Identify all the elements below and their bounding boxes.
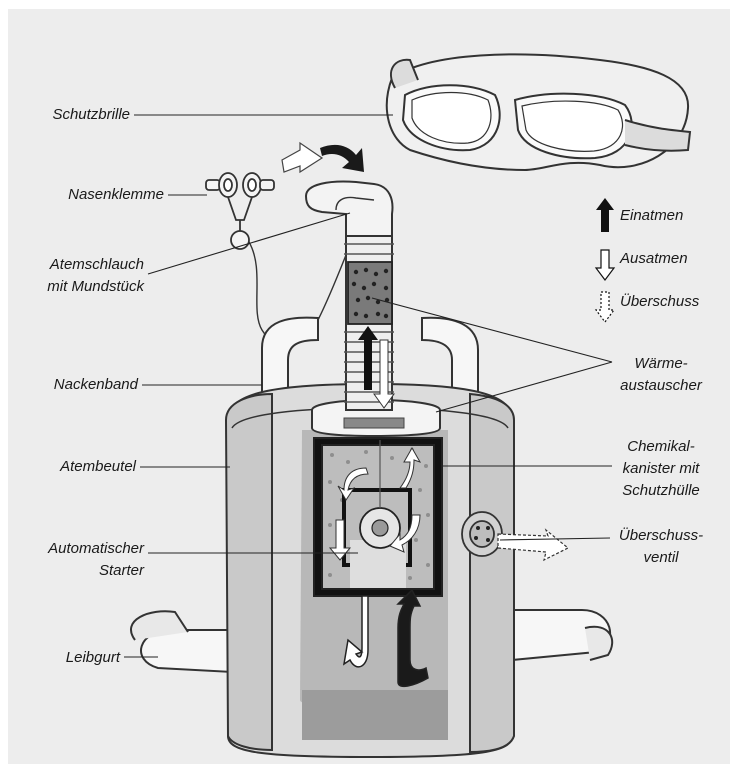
label-chemikal-line2: kanister mit (606, 458, 716, 479)
label-atemschlauch-line1: Atemschlauch (14, 254, 144, 275)
label-chemikal-line1: Chemikal- (606, 436, 716, 457)
label-atembeutel: Atembeutel (14, 456, 136, 477)
exhale-arrow-icon (596, 250, 614, 280)
label-atemschlauch-line2: mit Mundstück (14, 276, 144, 297)
chemical-canister-illustration (314, 438, 442, 596)
inhale-arrow-icon (596, 198, 614, 232)
excess-arrow-icon (596, 292, 614, 322)
label-schutzbrille: Schutzbrille (14, 104, 130, 125)
label-chemikal-line3: Schutzhülle (606, 480, 716, 501)
mouthpiece-flow-arrows (282, 143, 364, 172)
label-waerme-line2: austauscher (606, 375, 716, 396)
label-ventil-line1: Überschuss- (606, 525, 716, 546)
label-waerme-line1: Wärme- (606, 353, 716, 374)
legend-excess-label: Überschuss (620, 291, 699, 312)
label-nasenklemme: Nasenklemme (14, 184, 164, 205)
label-starter-line1: Automatischer (14, 538, 144, 559)
legend-exhale-label: Ausatmen (620, 248, 688, 269)
legend-arrows (596, 198, 614, 322)
goggles-illustration (387, 54, 690, 170)
label-starter-line2: Starter (14, 560, 144, 581)
legend-inhale-label: Einatmen (620, 205, 683, 226)
label-nackenband: Nackenband (14, 374, 138, 395)
label-leibgurt: Leibgurt (14, 647, 120, 668)
label-ventil-line2: ventil (606, 547, 716, 568)
